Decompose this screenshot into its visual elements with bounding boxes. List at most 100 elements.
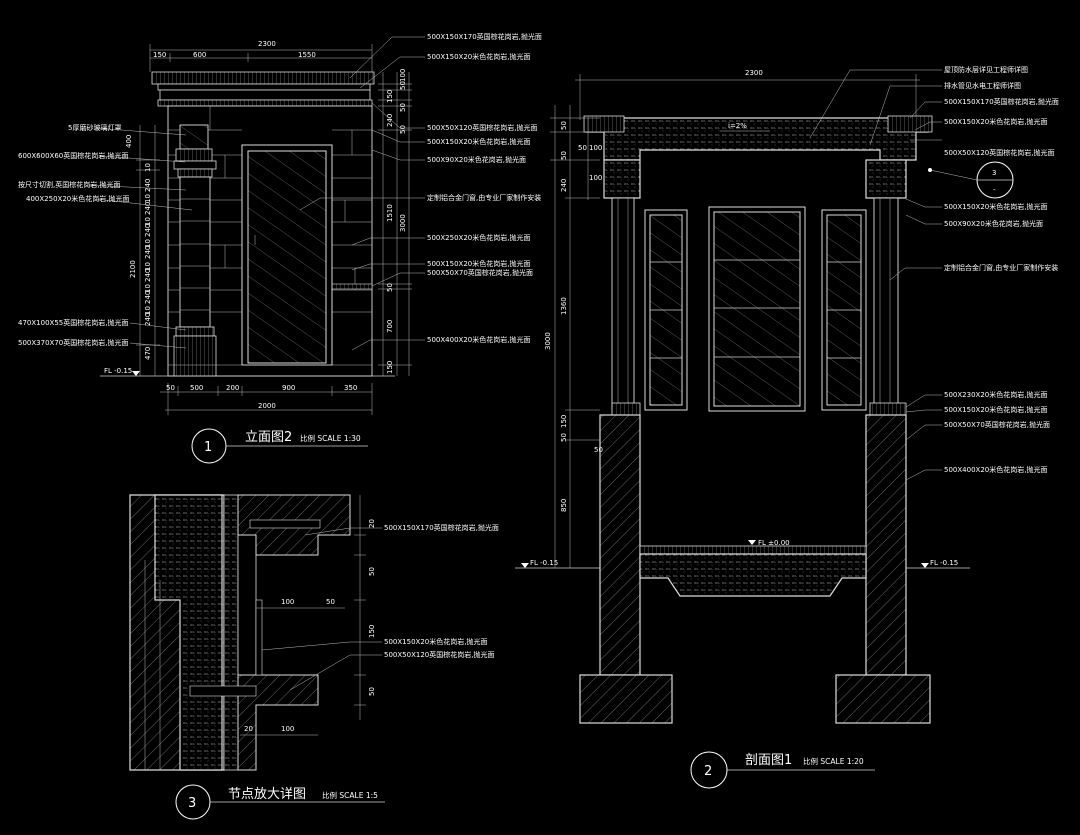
sec-dim-left: 150 bbox=[560, 415, 568, 428]
elev-label-right: 500X150X20米色花岗岩,抛光面 bbox=[427, 52, 530, 61]
detail-view-title: 节点放大详图 bbox=[228, 787, 306, 802]
elev-door-glass bbox=[247, 150, 327, 364]
detail-view-number: 3 bbox=[188, 796, 196, 811]
elev-label-right: 500X90X20米色花岗岩,抛光面 bbox=[427, 155, 526, 164]
sec-window-right bbox=[821, 209, 867, 411]
sec-fl-left: FL -0.15 bbox=[530, 559, 558, 567]
elev-dim-right-total: 3000 bbox=[399, 214, 407, 232]
elev-label-right: 500X150X20米色花岗岩,抛光面 bbox=[427, 259, 530, 268]
elev-dim-right: 50 bbox=[399, 125, 407, 134]
detail-dim-h: 100 bbox=[281, 598, 294, 606]
elev-label-left: 470X100X55英国棕花岗岩,抛光面 bbox=[18, 318, 128, 327]
sec-roof-slab bbox=[585, 117, 929, 161]
sec-dim-left: 240 bbox=[560, 179, 568, 192]
elev-dim-bottom: 900 bbox=[282, 384, 295, 392]
elev-label-left: 600X600X60英国棕花岗岩,抛光面 bbox=[18, 151, 128, 160]
elev-dim-left: 10 bbox=[144, 239, 152, 248]
sec-fl-right: FL -0.15 bbox=[930, 559, 958, 567]
elev-dim-top: 150 bbox=[153, 51, 166, 59]
sec-right-footing bbox=[835, 674, 931, 724]
sec-dim-left-total: 3000 bbox=[544, 332, 552, 350]
elev-dim-right: 50 bbox=[386, 283, 394, 292]
detail-dim-h: 50 bbox=[326, 598, 335, 606]
sec-callout-top: 3 bbox=[992, 169, 996, 177]
sec-slope: i=2% bbox=[728, 122, 747, 130]
elev-dim-left: 10 bbox=[144, 217, 152, 226]
sec-dim-left: 100 bbox=[589, 144, 602, 152]
elev-dim-left: 240 bbox=[144, 202, 152, 215]
sec-view-scale: 比例 SCALE 1:20 bbox=[803, 756, 864, 766]
elev-dim-left: 400 bbox=[125, 135, 133, 148]
elev-lamp-shade bbox=[179, 124, 209, 150]
elev-dim-bottom: 200 bbox=[226, 384, 239, 392]
elev-pillar bbox=[179, 176, 211, 328]
sec-dim-top: 2300 bbox=[745, 69, 763, 77]
sec-callout-bottom: - bbox=[993, 186, 996, 194]
elev-label-right: 500X50X70英国棕花岗岩,抛光面 bbox=[427, 268, 533, 277]
sec-dim-left: 850 bbox=[560, 499, 568, 512]
elev-dim-left: 10 bbox=[144, 284, 152, 293]
elev-dim-bottom: 500 bbox=[190, 384, 203, 392]
elev-dim-bottom: 350 bbox=[344, 384, 357, 392]
elev-dim-right: 150 bbox=[386, 90, 394, 103]
sec-right-beam bbox=[865, 159, 907, 199]
sec-label: 500X150X20米色花岗岩,抛光面 bbox=[944, 117, 1047, 126]
elev-dim-left: 240 bbox=[144, 291, 152, 304]
elev-dim-left: 240 bbox=[144, 179, 152, 192]
elev-dim-left: 240 bbox=[144, 313, 152, 326]
elev-view-scale: 比例 SCALE 1:30 bbox=[300, 433, 361, 443]
elev-dim-right: 700 bbox=[386, 320, 394, 333]
elev-dim-left: 10 bbox=[144, 262, 152, 271]
detail-view-scale: 比例 SCALE 1:5 bbox=[322, 790, 378, 800]
sec-label: 500X50X120英国棕花岗岩,抛光面 bbox=[944, 148, 1054, 157]
elev-dim-right: 100 bbox=[399, 69, 407, 82]
elev-label-right: 500X400X20米色花岗岩,抛光面 bbox=[427, 335, 530, 344]
sec-label: 500X150X170英国棕花岗岩,抛光面 bbox=[944, 97, 1059, 106]
elev-dim-right: 1510 bbox=[386, 204, 394, 222]
sec-label: 500X90X20米色花岗岩,抛光面 bbox=[944, 219, 1043, 228]
elev-label-right: 500X150X20米色花岗岩,抛光面 bbox=[427, 137, 530, 146]
detail-dim-right: 50 bbox=[368, 567, 376, 576]
elev-dim-left: 240 bbox=[144, 269, 152, 282]
detail-dim-right: 150 bbox=[368, 625, 376, 638]
sec-floor-slab bbox=[639, 553, 867, 597]
sec-fl-floor: FL ±0.00 bbox=[758, 539, 790, 547]
elev-dim-left: 470 bbox=[144, 347, 152, 360]
sec-label: 500X150X20米色花岗岩,抛光面 bbox=[944, 202, 1047, 211]
sec-label: 定制铝合金门窗,由专业厂家制作安装 bbox=[944, 263, 1058, 272]
detail-label: 500X150X20米色花岗岩,抛光面 bbox=[384, 637, 487, 646]
elev-dim-total-width: 2300 bbox=[258, 40, 276, 48]
elev-label-left: 5厚磨砂玻璃灯罩 bbox=[68, 123, 121, 132]
sec-view-title: 剖面图1 bbox=[745, 753, 792, 768]
elev-dim-left: 240 bbox=[144, 246, 152, 259]
elev-dim-bottom: 50 bbox=[166, 384, 175, 392]
elev-label-left: 500X370X70英国棕花岗岩,抛光面 bbox=[18, 338, 128, 347]
elev-cap-stone bbox=[151, 71, 375, 85]
elev-dim-right: 150 bbox=[386, 361, 394, 374]
elev-dim-left: 10 bbox=[144, 306, 152, 315]
sec-label: 排水管见水电工程师详图 bbox=[944, 81, 1021, 90]
detail-dim-right: 20 bbox=[368, 519, 376, 528]
detail-label: 500X50X120英国棕花岗岩,抛光面 bbox=[384, 650, 494, 659]
sec-dim-left: 50 bbox=[560, 121, 568, 130]
sec-right-wall bbox=[865, 414, 907, 676]
elev-label-right: 500X250X20米色花岗岩,抛光面 bbox=[427, 233, 530, 242]
elev-dim-left: 240 bbox=[144, 224, 152, 237]
elev-dim-right: 50 bbox=[399, 81, 407, 90]
sec-label: 500X150X20米色花岗岩,抛光面 bbox=[944, 405, 1047, 414]
sec-view-number: 2 bbox=[704, 764, 712, 779]
sec-label: 屋顶防水层详见工程师详图 bbox=[944, 65, 1028, 74]
elev-label-right: 500X50X120英国棕花岗岩,抛光面 bbox=[427, 123, 537, 132]
section-view: 2300 i=2% bbox=[515, 65, 1059, 789]
elev-dim-top: 1550 bbox=[298, 51, 316, 59]
elev-view-title: 立面图2 bbox=[245, 430, 292, 445]
sec-dim-left: 100 bbox=[589, 174, 602, 182]
sec-window-center bbox=[708, 206, 806, 412]
sec-dim-left: 1360 bbox=[560, 297, 568, 315]
elevation-view: 2300 150 600 1550 bbox=[18, 32, 542, 464]
elev-dim-right: 240 bbox=[386, 114, 394, 127]
detail-label: 500X150X170英国棕花岗岩,抛光面 bbox=[384, 523, 499, 532]
detail-dim-h: 100 bbox=[281, 725, 294, 733]
elev-label-left: 400X250X20米色花岗岩,抛光面 bbox=[26, 194, 129, 203]
